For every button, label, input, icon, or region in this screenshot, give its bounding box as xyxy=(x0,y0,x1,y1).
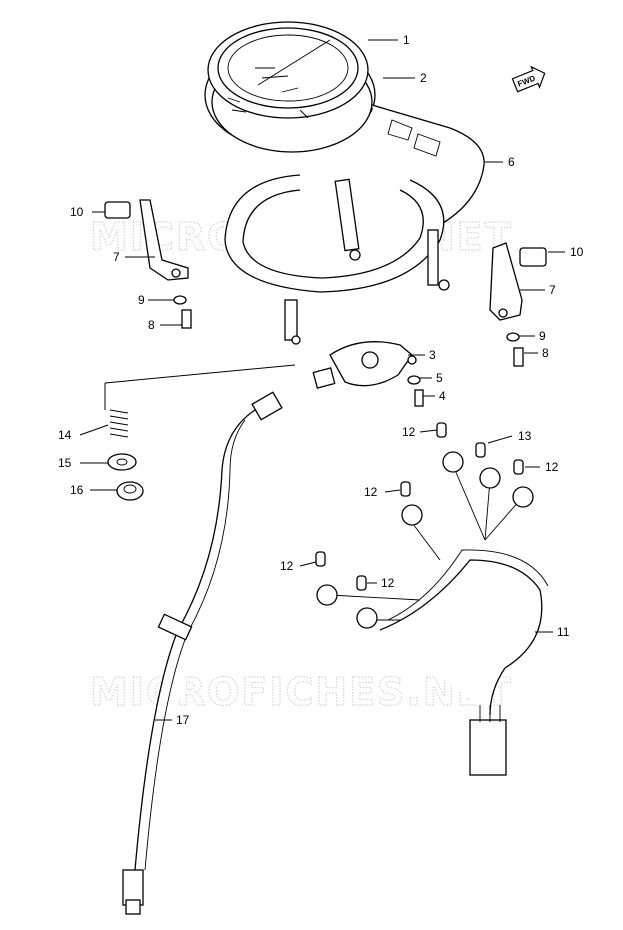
bulbs xyxy=(315,422,524,591)
spring-set xyxy=(107,409,144,501)
callout-9-left: 9 xyxy=(138,293,145,307)
callout-10-left: 10 xyxy=(70,205,84,219)
callout-12-e: 12 xyxy=(381,576,395,590)
callout-15: 15 xyxy=(58,456,72,470)
callout-8-right: 8 xyxy=(542,346,549,360)
callout-4: 4 xyxy=(439,389,446,403)
meter-bracket xyxy=(224,104,485,345)
callout-12-c: 12 xyxy=(364,485,378,499)
hardware-right xyxy=(506,332,524,367)
callout-7-left: 7 xyxy=(113,250,120,264)
fwd-arrow-icon: FWD xyxy=(511,65,546,93)
callout-12-d: 12 xyxy=(280,559,294,573)
callout-16: 16 xyxy=(70,483,84,497)
callout-3: 3 xyxy=(429,348,436,362)
callout-14: 14 xyxy=(58,428,72,442)
callout-13: 13 xyxy=(518,429,532,443)
bracket-right xyxy=(489,242,547,321)
gearbox xyxy=(312,341,424,407)
callout-11: 11 xyxy=(557,625,570,639)
leader-lines xyxy=(79,39,565,721)
hardware-left xyxy=(173,295,192,329)
callout-1: 1 xyxy=(403,33,410,47)
callout-12-a: 12 xyxy=(402,425,416,439)
bracket-left xyxy=(104,199,189,281)
speedometer-cable xyxy=(122,391,283,915)
callout-10-right: 10 xyxy=(570,245,584,259)
callout-6: 6 xyxy=(508,155,515,169)
callout-2: 2 xyxy=(420,71,427,85)
callout-numbers: 1 2 6 10 7 9 8 10 7 9 8 3 5 4 14 15 16 1… xyxy=(58,33,584,727)
callout-8-left: 8 xyxy=(148,318,155,332)
callout-7-right: 7 xyxy=(549,283,556,297)
callout-12-b: 12 xyxy=(545,460,559,474)
callout-17: 17 xyxy=(176,713,190,727)
callout-9-right: 9 xyxy=(539,329,546,343)
wire-harness xyxy=(316,451,549,776)
callout-5: 5 xyxy=(436,371,443,385)
speedometer-assembly xyxy=(204,21,376,153)
